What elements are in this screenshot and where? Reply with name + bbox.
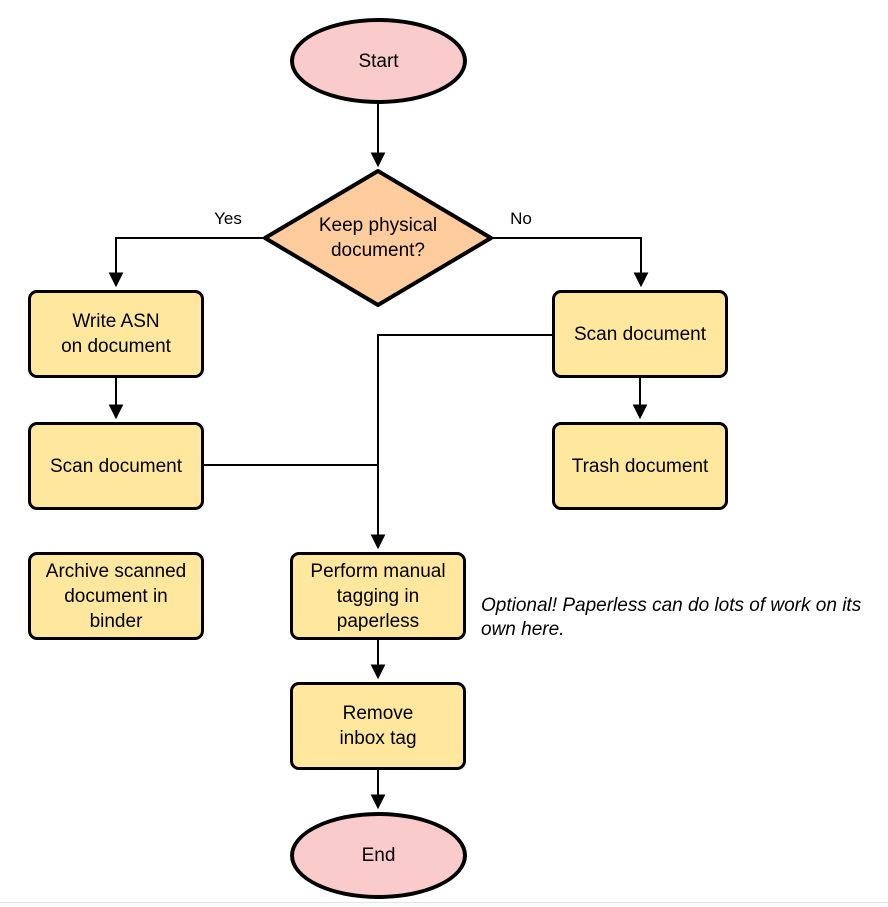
scan-document-left-node: Scan document (28, 422, 204, 510)
start-node: Start (290, 18, 467, 104)
end-node: End (290, 812, 467, 899)
archive-node: Archive scanned document in binder (28, 552, 204, 640)
manual-tagging-label: Perform manual tagging in paperless (310, 560, 446, 632)
scan-document-right-label: Scan document (573, 323, 707, 345)
remove-inbox-tag-label: Remove inbox tag (339, 703, 417, 749)
decision-node: Keep physical document? (262, 168, 494, 308)
scan-document-right-node: Scan document (552, 290, 728, 378)
trash-document-node: Trash document (552, 422, 728, 510)
diamond-shape (263, 169, 493, 307)
manual-tagging-node: Perform manual tagging in paperless (290, 552, 466, 640)
page-bottom-divider (0, 902, 888, 907)
edge-label-no: No (493, 209, 549, 229)
optional-annotation: Optional! Paperless can do lots of work … (481, 595, 862, 640)
edge-decision-yes (108, 237, 264, 288)
start-node-label: Start (358, 50, 399, 72)
edge-decision-no (492, 237, 649, 288)
edge-label-yes: Yes (200, 209, 256, 229)
end-node-label: End (361, 845, 396, 866)
write-asn-node-label: Write ASN on document (61, 311, 171, 357)
trash-document-label: Trash document (571, 455, 709, 477)
remove-inbox-tag-node: Remove inbox tag (290, 682, 466, 770)
write-asn-node: Write ASN on document (28, 290, 204, 378)
edge-scanright-to-tagging (370, 334, 552, 550)
scan-document-left-label: Scan document (49, 455, 183, 477)
archive-node-label: Archive scanned document in binder (45, 560, 187, 632)
decision-node-label: Keep physical document? (318, 215, 438, 261)
